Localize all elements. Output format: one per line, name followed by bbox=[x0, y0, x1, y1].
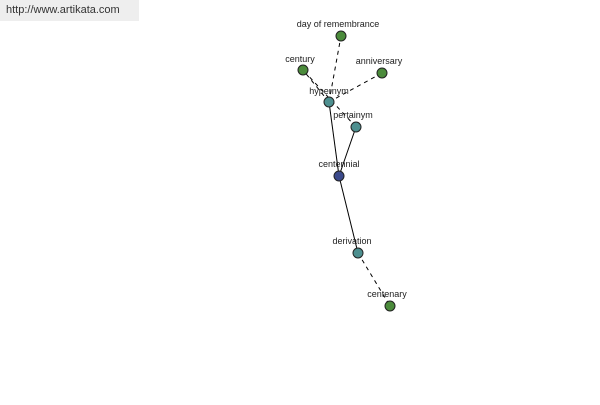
node-dot-century[interactable] bbox=[297, 64, 309, 76]
edge-hypernym-day_of_remembrance bbox=[328, 35, 342, 103]
node-dot-anniversary[interactable] bbox=[376, 67, 388, 79]
node-layer: centennial hypernym pertainym derivation day… bbox=[285, 19, 407, 312]
node-day_of_remembrance[interactable]: day of remembrance bbox=[297, 19, 380, 42]
node-dot-day_of_remembrance[interactable] bbox=[335, 30, 347, 42]
node-anniversary[interactable]: anniversary bbox=[356, 56, 403, 79]
node-century[interactable]: century bbox=[285, 54, 315, 76]
edge-centennial-derivation bbox=[338, 175, 359, 254]
watermark-link[interactable]: http://www.artikata.com bbox=[0, 0, 139, 21]
node-dot-hypernym[interactable] bbox=[323, 96, 335, 108]
node-dot-pertainym[interactable] bbox=[350, 121, 362, 133]
edge-hypernym-anniversary bbox=[328, 72, 383, 103]
node-centenary[interactable]: centenary bbox=[367, 289, 407, 312]
node-label-derivation: derivation bbox=[332, 236, 371, 246]
node-centennial[interactable]: centennial bbox=[318, 159, 360, 182]
node-hypernym[interactable]: hypernym bbox=[309, 86, 349, 108]
edge-centennial-hypernym bbox=[328, 101, 340, 177]
node-dot-derivation[interactable] bbox=[352, 247, 364, 259]
edge-hypernym-century bbox=[302, 69, 330, 103]
edge-layer bbox=[302, 35, 391, 307]
edge-pertainym-century bbox=[302, 69, 357, 128]
node-label-pertainym: pertainym bbox=[333, 110, 373, 120]
node-dot-centennial[interactable] bbox=[333, 170, 345, 182]
node-label-centennial: centennial bbox=[318, 159, 359, 169]
node-label-anniversary: anniversary bbox=[356, 56, 403, 66]
node-derivation[interactable]: derivation bbox=[332, 236, 372, 259]
node-label-century: century bbox=[285, 54, 315, 64]
node-pertainym[interactable]: pertainym bbox=[333, 110, 373, 133]
edge-centennial-pertainym bbox=[338, 126, 357, 177]
node-label-hypernym: hypernym bbox=[309, 86, 349, 96]
node-label-centenary: centenary bbox=[367, 289, 407, 299]
node-dot-centenary[interactable] bbox=[384, 300, 396, 312]
edge-derivation-centenary bbox=[357, 252, 391, 307]
node-label-day_of_remembrance: day of remembrance bbox=[297, 19, 380, 29]
